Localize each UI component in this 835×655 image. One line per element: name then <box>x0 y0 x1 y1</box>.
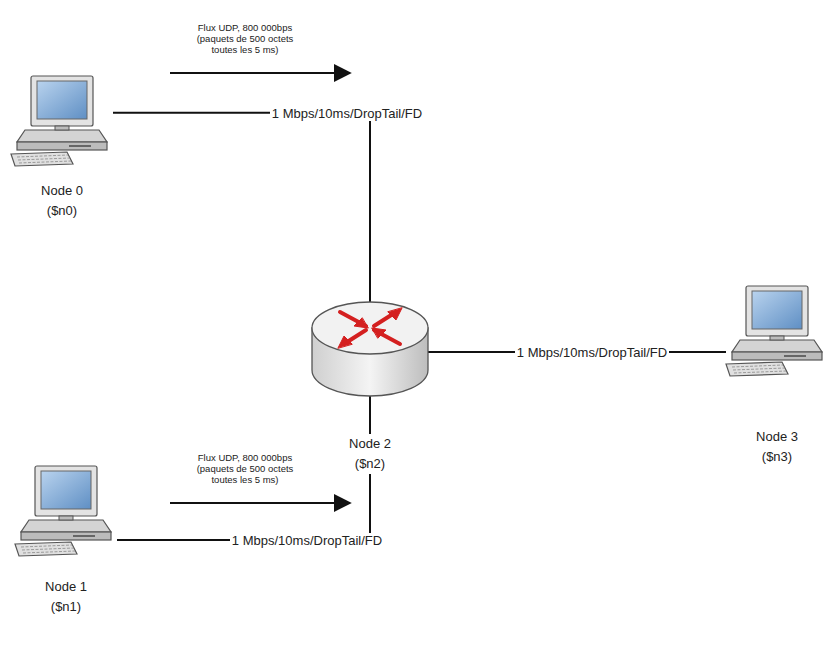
router-node: Node 2 ($n2) <box>310 298 430 474</box>
node-name: Node 0 ($n0) <box>33 181 91 221</box>
flow-note: Flux UDP, 800 000bps (paquets de 500 oct… <box>183 452 307 485</box>
link-label: 1 Mbps/10ms/DropTail/FD <box>230 533 384 548</box>
host-node: Node 1 ($n1) <box>8 462 124 617</box>
link-line <box>117 390 370 540</box>
link-label: 1 Mbps/10ms/DropTail/FD <box>270 106 424 121</box>
flow-arrow <box>170 502 350 504</box>
computer-icon <box>722 282 832 377</box>
router-icon <box>310 298 430 400</box>
computer-icon <box>7 72 117 167</box>
host-node: Node 3 ($n3) <box>722 282 832 467</box>
link-line <box>113 113 370 302</box>
flow-note: Flux UDP, 800 000bps (paquets de 500 oct… <box>183 22 307 55</box>
node-name: Node 1 ($n1) <box>37 577 95 617</box>
flow-arrow <box>170 72 350 74</box>
computer-icon <box>11 462 121 557</box>
link-label: 1 Mbps/10ms/DropTail/FD <box>515 345 669 360</box>
host-node: Node 0 ($n0) <box>4 72 120 221</box>
node-name: Node 2 ($n2) <box>341 434 399 474</box>
node-name: Node 3 ($n3) <box>748 427 806 467</box>
